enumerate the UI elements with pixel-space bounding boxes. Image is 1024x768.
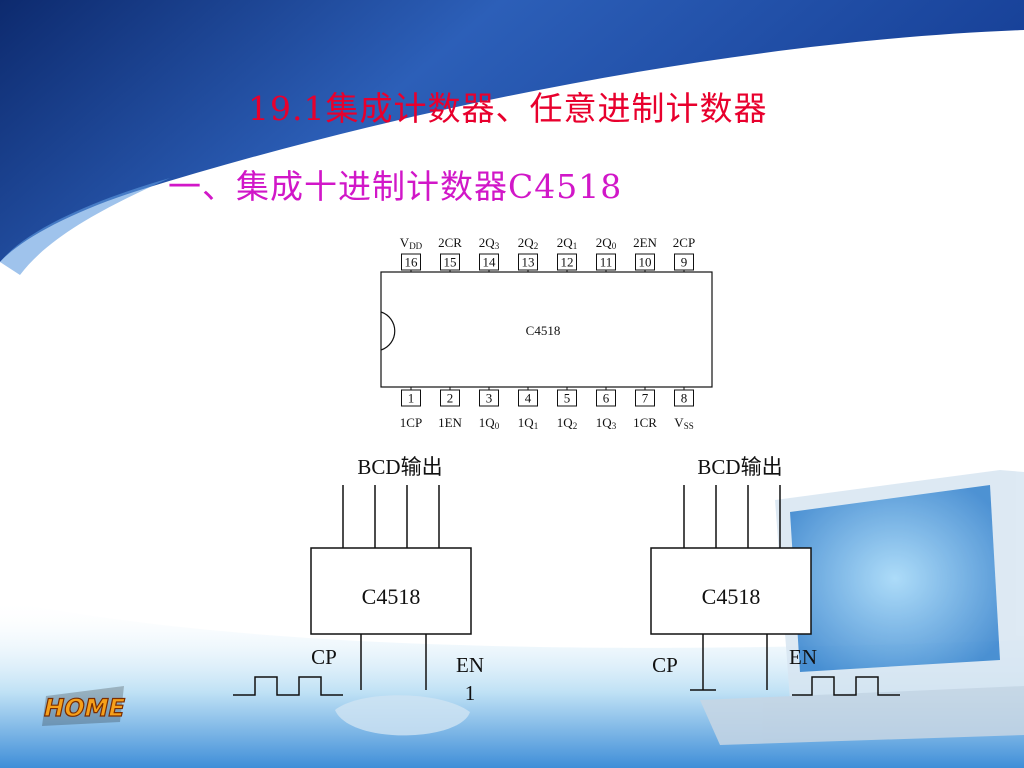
cup-decoration	[335, 695, 470, 736]
top-pin-label: VDD	[400, 235, 423, 251]
home-logo[interactable]: HOME	[40, 682, 130, 730]
bottom-pin-number-box	[674, 389, 694, 407]
bottom-pin-number: 1	[408, 391, 415, 406]
top-pin-number: 11	[600, 255, 613, 270]
counter-chip-label: C4518	[362, 584, 421, 609]
bottom-pin-number: 6	[603, 391, 610, 406]
top-pin-number: 12	[561, 255, 574, 270]
bottom-pin-number-box	[518, 389, 538, 407]
counter-chip-label: C4518	[702, 584, 761, 609]
bottom-pin-label: 1Q0	[479, 415, 500, 431]
top-pin-number: 15	[444, 255, 457, 270]
top-pin-label: 2Q1	[557, 235, 577, 251]
bottom-pin-label: 1Q1	[518, 415, 538, 431]
bcd-output-label: BCD输出	[697, 455, 782, 479]
counter-chip	[310, 547, 472, 635]
top-pin-label: 2Q2	[518, 235, 538, 251]
counter-circuit-left: BCD输出 C4518 CP EN 1	[233, 455, 484, 705]
bottom-pin-label: 1CR	[633, 415, 657, 430]
top-pin-number-box	[401, 253, 421, 271]
c4518-pinout: C4518 16VDD152CR142Q3132Q2122Q1112Q0102E…	[380, 235, 713, 431]
bottom-pin-number-box	[596, 389, 616, 407]
top-pin-label: 2CR	[438, 235, 462, 250]
bottom-pin-number: 4	[525, 391, 532, 406]
top-pin-number-box	[440, 253, 460, 271]
bottom-pin-number: 5	[564, 391, 571, 406]
bottom-pin-number-box	[479, 389, 499, 407]
section-heading: 一、集成十进制计数器C4518	[168, 167, 623, 206]
ic-body	[380, 271, 713, 388]
en-label: EN	[456, 653, 484, 677]
top-pin-row: 16 VDD 15 2CR 14 2Q3 13 2Q2 12 2Q1 11 2Q0 10 2EN 9 2CP	[400, 235, 695, 272]
counter-circuit-right: BCD输出 C4518 CP EN	[650, 455, 900, 696]
top-pin-number: 13	[522, 255, 535, 270]
en-level-label: 1	[465, 681, 476, 705]
bottom-pin-number-box	[557, 389, 577, 407]
clock-pulse-waveform	[233, 676, 343, 696]
top-pin-number-box	[557, 253, 577, 271]
top-pin-number-box	[674, 253, 694, 271]
top-pin-number-box	[635, 253, 655, 271]
cp-label: CP	[652, 653, 678, 677]
top-pin-label: 2Q0	[596, 235, 617, 251]
bottom-pin-number-box	[401, 389, 421, 407]
laptop-decoration	[700, 470, 1024, 745]
bottom-pin-number: 3	[486, 391, 493, 406]
bottom-pin-label: 1CP	[400, 415, 422, 430]
ic-notch	[380, 311, 396, 351]
slide-title: 19.1集成计数器、任意进制计数器	[248, 89, 768, 128]
bottom-pin-number: 8	[681, 391, 688, 406]
clock-pulse-waveform	[792, 676, 900, 696]
ic-label: C4518	[526, 323, 561, 338]
background-left-accent	[0, 178, 170, 275]
bottom-pin-label: VSS	[674, 415, 693, 431]
top-pin-number: 16	[405, 255, 419, 270]
en-label: EN	[789, 645, 817, 669]
top-pin-number: 14	[483, 255, 497, 270]
top-pin-label: 2Q3	[479, 235, 500, 251]
top-pin-label: 2EN	[633, 235, 657, 250]
top-pin-number-box	[479, 253, 499, 271]
bottom-pin-number: 2	[447, 391, 454, 406]
bottom-pin-number-box	[635, 389, 655, 407]
top-pin-number-box	[596, 253, 616, 271]
background-top-swoosh	[0, 0, 1024, 262]
bottom-pin-number: 7	[642, 391, 649, 406]
cp-label: CP	[311, 645, 337, 669]
top-pin-label: 2CP	[673, 235, 695, 250]
bottom-pin-label: 1Q3	[596, 415, 617, 431]
home-logo-text: HOME	[41, 693, 128, 722]
counter-chip	[650, 547, 812, 635]
bcd-output-label: BCD输出	[357, 455, 442, 479]
top-pin-number: 9	[681, 255, 688, 270]
bottom-pin-number-box	[440, 389, 460, 407]
top-pin-number: 10	[639, 255, 652, 270]
bottom-pin-label: 1Q2	[557, 415, 577, 431]
top-pin-number-box	[518, 253, 538, 271]
bottom-pin-label: 1EN	[438, 415, 462, 430]
